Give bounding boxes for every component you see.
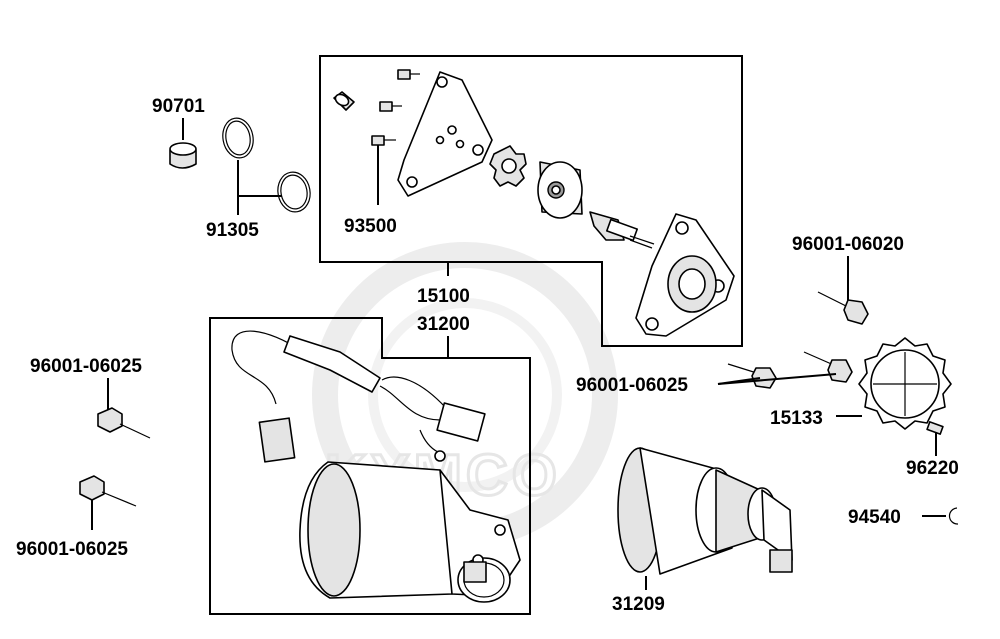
o-ring-icon xyxy=(222,117,311,213)
label-15100: 15100 xyxy=(417,286,470,307)
label-96220: 96220 xyxy=(906,458,959,479)
label-94540: 94540 xyxy=(848,507,901,528)
bolt-icon xyxy=(803,351,853,383)
label-96001-06020: 96001-06020 xyxy=(792,234,904,255)
gear-icon xyxy=(489,145,527,187)
clip-icon xyxy=(948,507,959,525)
label-93500: 93500 xyxy=(344,216,397,237)
gear-icon xyxy=(537,161,583,219)
label-96001-06025-left-top: 96001-06025 xyxy=(30,356,142,377)
bracket-icon xyxy=(397,71,493,197)
shaft-icon xyxy=(589,211,655,249)
label-90701: 90701 xyxy=(152,96,205,117)
reduction-gear-assembly xyxy=(333,69,735,337)
key-icon xyxy=(926,421,944,435)
label-31200: 31200 xyxy=(417,314,470,335)
wire-harness-icon xyxy=(231,330,486,463)
leader-lines xyxy=(91,118,946,590)
assembly-box-15100 xyxy=(319,55,743,347)
label-91305: 91305 xyxy=(206,220,259,241)
starter-clutch-icon xyxy=(617,447,793,575)
label-15133: 15133 xyxy=(770,408,823,429)
bolt-icon xyxy=(817,291,869,325)
screw-icon xyxy=(371,69,420,146)
bolt-icon xyxy=(727,363,777,389)
label-96001-06025-left-bottom: 96001-06025 xyxy=(16,539,128,560)
assembly-box-31200 xyxy=(209,317,531,615)
label-31209: 31209 xyxy=(612,594,665,615)
bolt-icon xyxy=(97,407,151,439)
pin-icon xyxy=(169,142,197,169)
starter-motor-icon xyxy=(299,461,521,603)
sprocket-icon xyxy=(858,337,952,430)
label-96001-06025-right: 96001-06025 xyxy=(576,375,688,396)
bolt-icon xyxy=(79,475,137,507)
